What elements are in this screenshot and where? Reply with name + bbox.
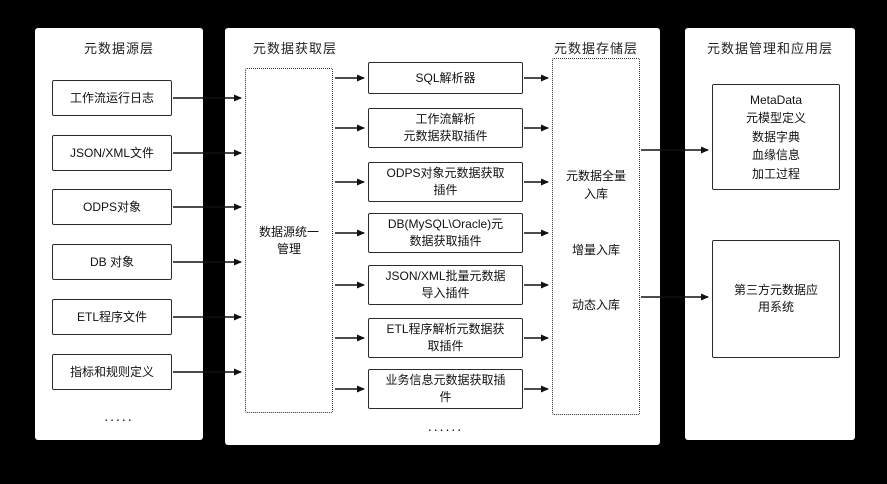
plugin-box: 工作流解析 元数据获取插件 <box>368 108 523 148</box>
data-source-manager-box: 数据源统一 管理 <box>245 68 333 413</box>
source-item: DB 对象 <box>52 244 172 280</box>
metadata-definition-box: MetaData 元模型定义 数据字典 血缘信息 加工过程 <box>712 84 840 190</box>
source-item: JSON/XML文件 <box>52 135 172 171</box>
plugin-box: SQL解析器 <box>368 62 523 94</box>
plugin-box: ETL程序解析元数据获 取插件 <box>368 318 523 358</box>
plugin-box: DB(MySQL\Oracle)元 数据获取插件 <box>368 213 523 253</box>
third-party-app-box: 第三方元数据应 用系统 <box>712 240 840 358</box>
plugin-box: JSON/XML批量元数据 导入插件 <box>368 265 523 305</box>
storage-item: 增量入库 <box>571 243 620 257</box>
storage-item: 动态入库 <box>571 298 620 312</box>
storage-layer-title: 元数据存储层 <box>553 41 638 56</box>
acquisition-layer-title: 元数据获取层 <box>253 41 338 56</box>
acquisition-ellipsis: ...... <box>427 418 464 434</box>
application-layer-title: 元数据管理和应用层 <box>706 41 833 56</box>
storage-item: 元数据全量 入库 <box>565 169 626 201</box>
source-item: 工作流运行日志 <box>52 80 172 116</box>
source-item: ETL程序文件 <box>52 299 172 335</box>
source-item: 指标和规则定义 <box>52 354 172 390</box>
plugin-box: 业务信息元数据获取插 件 <box>368 369 523 409</box>
source-ellipsis: ..... <box>104 408 134 424</box>
storage-layer-box <box>552 58 640 415</box>
source-item: ODPS对象 <box>52 189 172 225</box>
plugin-box: ODPS对象元数据获取 插件 <box>368 162 523 202</box>
source-layer-title: 元数据源层 <box>83 41 154 56</box>
